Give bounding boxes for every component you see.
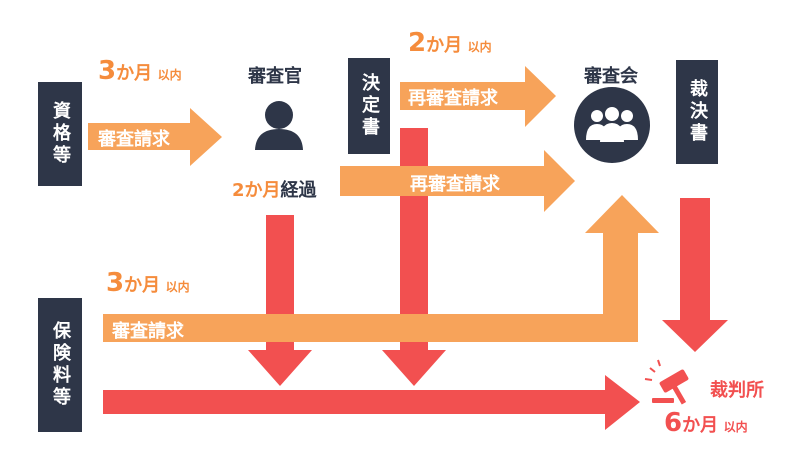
label-re-request-1: 再審査請求 — [408, 88, 498, 109]
arrow-re-request-1 — [400, 66, 556, 127]
box-saiketsu: 裁決書 — [676, 60, 718, 164]
label-shinsakai: 審査会 — [584, 66, 638, 87]
time-label-2: 2か月 以内 — [408, 28, 492, 58]
group-icon — [574, 87, 650, 163]
time-label-1: 3か月 以内 — [98, 56, 182, 86]
time-label-3: 2か月経過 — [232, 180, 317, 201]
arrow-kettei-to-court — [382, 128, 446, 386]
arrow-saiketsu-to-court — [662, 198, 728, 352]
label-re-request-2: 再審査請求 — [410, 174, 500, 195]
time-label-5: 6か月 以内 — [664, 408, 748, 438]
label-shinsakan: 審査官 — [248, 66, 302, 87]
arrow-shinsakan-to-court — [248, 215, 312, 386]
label-top-request: 審査請求 — [98, 129, 170, 150]
box-shikaku: 資格等 — [38, 82, 82, 186]
label-saibansho: 裁判所 — [710, 380, 764, 401]
box-kettei: 決定書 — [348, 58, 390, 154]
gavel-icon — [644, 359, 689, 405]
arrow-hoken-to-court — [103, 375, 640, 430]
label-bottom-request: 審査請求 — [112, 321, 184, 342]
time-label-4: 3か月 以内 — [106, 268, 190, 298]
arrow-bottom-request — [103, 195, 659, 342]
person-icon — [255, 101, 303, 150]
arrow-re-request-2 — [340, 150, 575, 212]
arrow-top-request — [88, 108, 222, 166]
box-hoken: 保険料等 — [38, 298, 82, 432]
